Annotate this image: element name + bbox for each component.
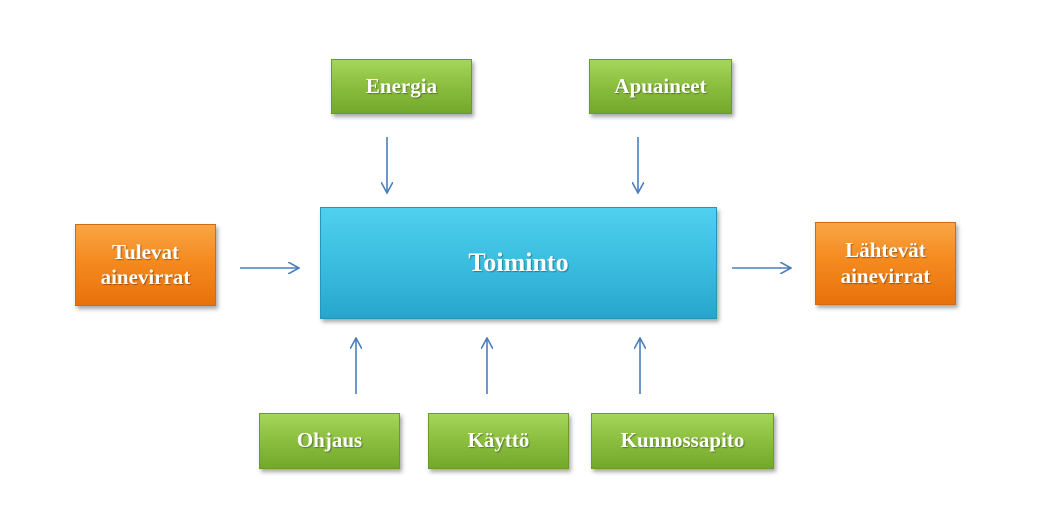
energia-label: Energia [365,73,438,98]
kaytto-box: Käyttö [428,413,569,469]
lahtevat-ainevirrat-text: Lähtevät ainevirrat [841,238,931,288]
tulevat-line1: Tulevat [112,239,179,264]
toiminto-label: Toiminto [468,248,569,278]
apuaineet-label: Apuaineet [614,73,707,98]
tulevat-ainevirrat-text: Tulevat ainevirrat [101,240,191,290]
lahtevat-line1: Lähtevät [845,238,926,263]
apuaineet-box: Apuaineet [589,59,732,114]
ohjaus-label: Ohjaus [296,428,363,453]
energia-box: Energia [331,59,472,114]
lahtevat-ainevirrat-box: Lähtevät ainevirrat [815,222,956,305]
kaytto-label: Käyttö [467,428,530,453]
kunnossapito-box: Kunnossapito [591,413,774,469]
tulevat-ainevirrat-box: Tulevat ainevirrat [75,224,216,306]
toiminto-box: Toiminto [320,207,717,319]
tulevat-line2: ainevirrat [100,265,191,289]
lahtevat-line2: ainevirrat [840,263,931,288]
kunnossapito-label: Kunnossapito [620,428,745,453]
ohjaus-box: Ohjaus [259,413,400,469]
